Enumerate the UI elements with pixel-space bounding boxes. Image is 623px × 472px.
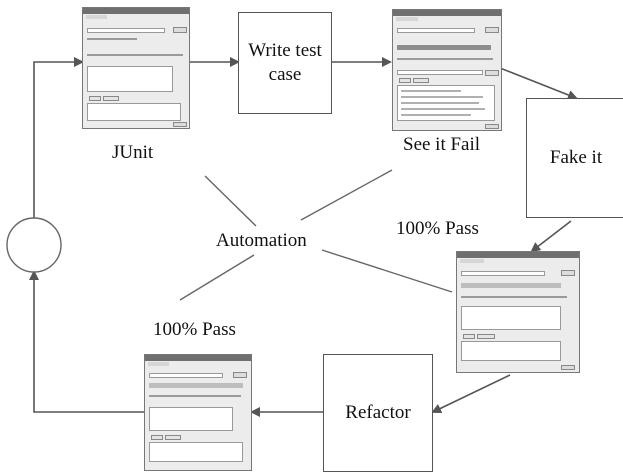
trace-line — [401, 96, 483, 98]
exit-button — [485, 124, 499, 129]
details-area — [461, 341, 561, 361]
window-menubar — [396, 17, 418, 21]
results-tabs — [151, 435, 183, 440]
write-test-case-line1: Write test — [248, 40, 322, 62]
run-selected-button — [485, 70, 499, 76]
pass-upper-label: 100% Pass — [396, 218, 479, 239]
run-button — [485, 27, 499, 33]
arrow-window-to-circle — [29, 270, 144, 413]
counters-row — [87, 54, 183, 56]
arrow-fail-to-fake — [499, 67, 578, 100]
junit-runner-window-pass-right — [456, 251, 580, 373]
junit-label: JUnit — [112, 142, 154, 163]
write-test-case-line2: case — [268, 64, 302, 85]
exit-button — [561, 365, 575, 370]
results-area — [87, 66, 173, 92]
arrow-window-to-refactor — [431, 374, 511, 414]
run-button — [173, 27, 187, 33]
failure-select — [397, 70, 483, 75]
spoke-pass-lower — [179, 254, 255, 301]
test-class-field — [149, 373, 223, 378]
see-it-fail-label: See it Fail — [403, 134, 481, 155]
window-menubar — [460, 259, 485, 263]
spoke-fail — [300, 169, 393, 221]
pass-lower-label: 100% Pass — [153, 319, 236, 340]
counters-row — [149, 395, 241, 397]
trace-line — [401, 90, 461, 92]
refactor-label: Refactor — [345, 402, 411, 424]
test-class-field — [461, 271, 545, 276]
exit-button — [173, 122, 187, 127]
option-row — [87, 38, 137, 40]
refactor-box: Refactor — [323, 354, 433, 472]
stack-trace-area — [397, 85, 495, 121]
run-button — [233, 372, 247, 378]
cycle-circle-node — [6, 217, 62, 273]
junit-runner-window-see-fail — [392, 9, 502, 131]
write-test-case-box: Write test case — [238, 12, 332, 114]
details-area — [87, 103, 181, 121]
spoke-pass-window — [321, 249, 453, 293]
fake-it-label: Fake it — [549, 147, 603, 169]
test-class-field — [87, 28, 165, 33]
details-area — [149, 442, 243, 462]
counters-row — [397, 58, 493, 60]
arrow-circle-to-junit — [33, 57, 84, 218]
failure-progress-bar — [397, 45, 491, 50]
window-titlebar — [393, 10, 501, 16]
results-tabs — [463, 334, 497, 339]
arrow-fake-to-window — [530, 220, 572, 253]
run-button — [561, 270, 575, 276]
pass-progress-bar — [149, 383, 243, 388]
window-titlebar — [83, 8, 189, 14]
pass-progress-bar — [461, 283, 561, 288]
spoke-junit — [204, 175, 257, 227]
window-titlebar — [457, 252, 579, 258]
results-tabs — [89, 96, 121, 101]
automation-label: Automation — [216, 230, 307, 251]
trace-line — [401, 102, 479, 104]
counters-row — [461, 296, 567, 298]
junit-runner-window-pass-lower — [144, 354, 252, 471]
results-tabs — [399, 78, 431, 83]
test-class-field — [397, 28, 475, 33]
fake-it-box: Fake it — [526, 98, 623, 218]
window-titlebar — [145, 355, 251, 361]
results-area — [149, 407, 233, 431]
junit-runner-window-top-left — [82, 7, 190, 129]
results-area — [461, 306, 561, 330]
window-menubar — [86, 15, 108, 19]
trace-line — [401, 114, 471, 116]
window-menubar — [148, 362, 170, 366]
trace-line — [401, 108, 485, 110]
